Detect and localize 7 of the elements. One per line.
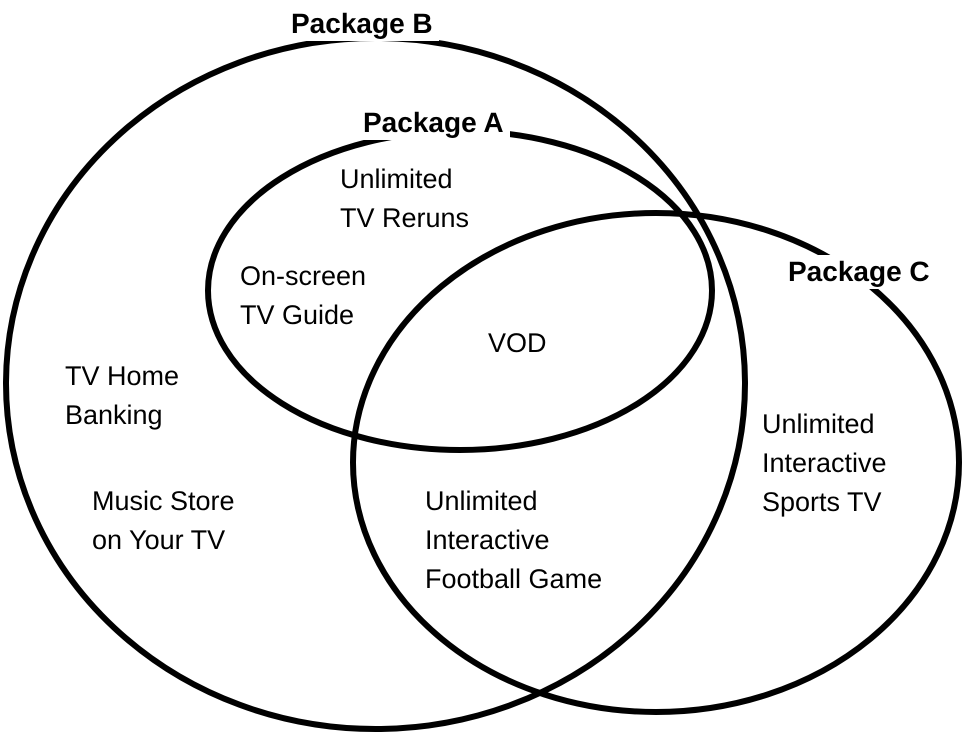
region-label: Unlimited Interactive Football Game: [425, 485, 604, 596]
region-label: Unlimited Interactive Sports TV: [762, 408, 888, 520]
region-label: On-screen TV Guide: [240, 260, 368, 332]
region-label: Unlimited TV Reruns: [340, 163, 470, 236]
region-label: Music Store on Your TV: [92, 485, 236, 558]
region-label: TV Home Banking: [65, 360, 180, 432]
region-label: VOD: [488, 327, 548, 360]
